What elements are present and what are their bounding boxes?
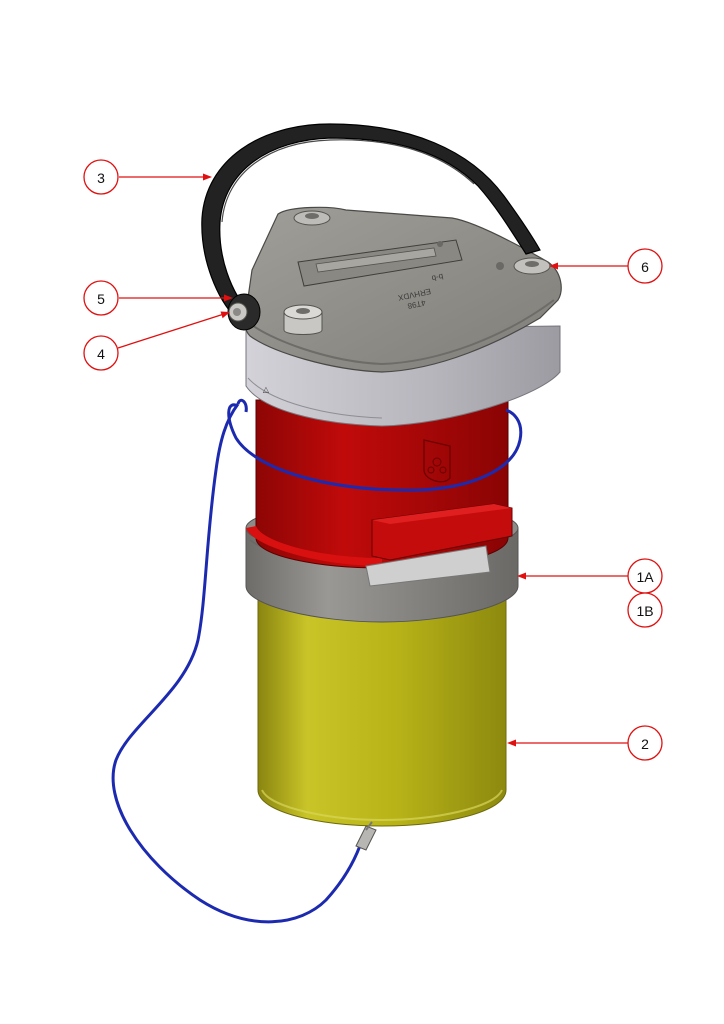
callout-1a: 1A: [517, 558, 663, 594]
callout-6: 6: [549, 248, 663, 284]
cap-screw-back: [293, 210, 331, 226]
cap-screw-right: [513, 257, 551, 275]
callout-5: 5: [83, 280, 233, 316]
cable-ferrule: [355, 825, 377, 851]
band-mark: △: [263, 385, 270, 394]
cap-screw-front: [283, 304, 323, 335]
callout-1a-label: 1A: [636, 569, 654, 585]
callout-3: 3: [83, 159, 212, 195]
emblem-icon: [423, 439, 451, 483]
callout-4-label: 4: [97, 346, 105, 362]
callout-1b: 1B: [627, 592, 663, 628]
callout-6-label: 6: [641, 259, 649, 275]
callout-3-label: 3: [97, 170, 105, 186]
red-body: [246, 399, 513, 587]
side-bolt: [227, 293, 261, 331]
engraving-line1: 4T98: [406, 298, 426, 311]
engraving-line3: b-b: [430, 272, 444, 283]
callout-5-label: 5: [97, 291, 105, 307]
callout-2-label: 2: [641, 736, 649, 752]
callout-2: 2: [507, 725, 663, 761]
callout-1b-label: 1B: [636, 603, 653, 619]
callout-4: 4: [83, 311, 230, 371]
yellow-canister: [257, 597, 507, 827]
lid: 4T98 ERHVDX b-b: [244, 206, 562, 373]
cable: [111, 398, 523, 924]
